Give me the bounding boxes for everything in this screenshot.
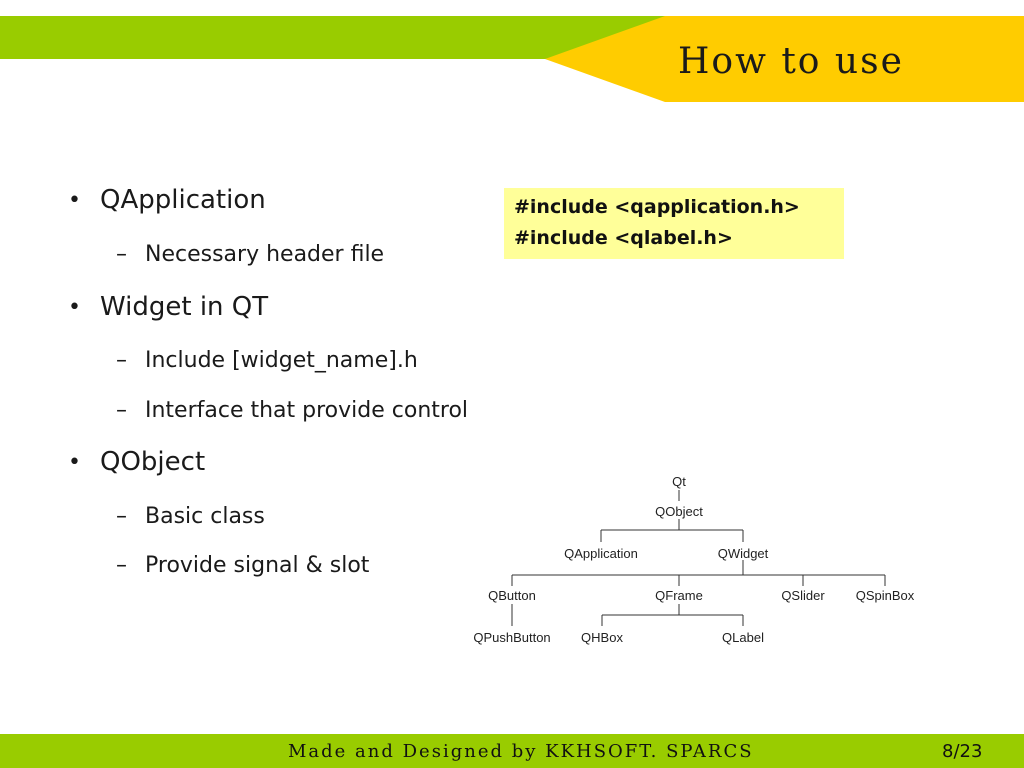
sub-bullet-header-file: Necessary header file <box>145 242 385 267</box>
title-banner-shape <box>545 16 1024 102</box>
node-qhbox: QHBox <box>581 630 623 645</box>
page-number: 8/23 <box>942 741 983 762</box>
footer-bar <box>0 734 1024 768</box>
hierarchy-connectors <box>511 490 886 626</box>
sub-bullet-interface: Interface that provide control <box>145 398 469 423</box>
bullet-widget-in-qt: Widget in QT <box>100 292 269 322</box>
bullet-qobject: QObject <box>100 447 206 477</box>
sub-bullet-marker: – <box>116 504 127 529</box>
title-banner <box>545 16 1024 102</box>
node-qslider: QSlider <box>781 588 825 603</box>
bullet-marker: • <box>68 295 81 320</box>
bullet-marker: • <box>68 450 81 475</box>
slide-title: How to use <box>678 41 904 82</box>
sub-bullet-marker: – <box>116 398 127 423</box>
bullet-marker: • <box>68 188 81 213</box>
sub-bullet-marker: – <box>116 553 127 578</box>
node-qbutton: QButton <box>488 588 536 603</box>
bullet-list: • QApplication – Necessary header file •… <box>0 0 520 700</box>
node-qwidget: QWidget <box>718 546 769 561</box>
footer-credit: Made and Designed by KKHSOFT. SPARCS <box>288 741 754 762</box>
sub-bullet-include-widget: Include [widget_name].h <box>145 348 418 373</box>
sub-bullet-signal-slot: Provide signal & slot <box>145 553 370 578</box>
sub-bullet-marker: – <box>116 242 127 267</box>
node-qlabel: QLabel <box>722 630 764 645</box>
node-qt: Qt <box>672 474 686 489</box>
qt-class-hierarchy-diagram: Qt QObject QApplication QWidget QButton … <box>473 474 915 645</box>
sub-bullet-basic-class: Basic class <box>145 504 265 529</box>
code-line-qapplication: #include <qapplication.h> <box>514 196 800 218</box>
node-qpushbutton: QPushButton <box>473 630 550 645</box>
code-line-qlabel: #include <qlabel.h> <box>514 227 733 249</box>
bullet-qapplication: QApplication <box>100 185 266 215</box>
sub-bullet-marker: – <box>116 348 127 373</box>
node-qapplication: QApplication <box>564 546 638 561</box>
node-qspinbox: QSpinBox <box>856 588 915 603</box>
code-snippet-box: #include <qapplication.h> #include <qlab… <box>504 188 844 259</box>
node-qframe: QFrame <box>655 588 703 603</box>
node-qobject: QObject <box>655 504 703 519</box>
